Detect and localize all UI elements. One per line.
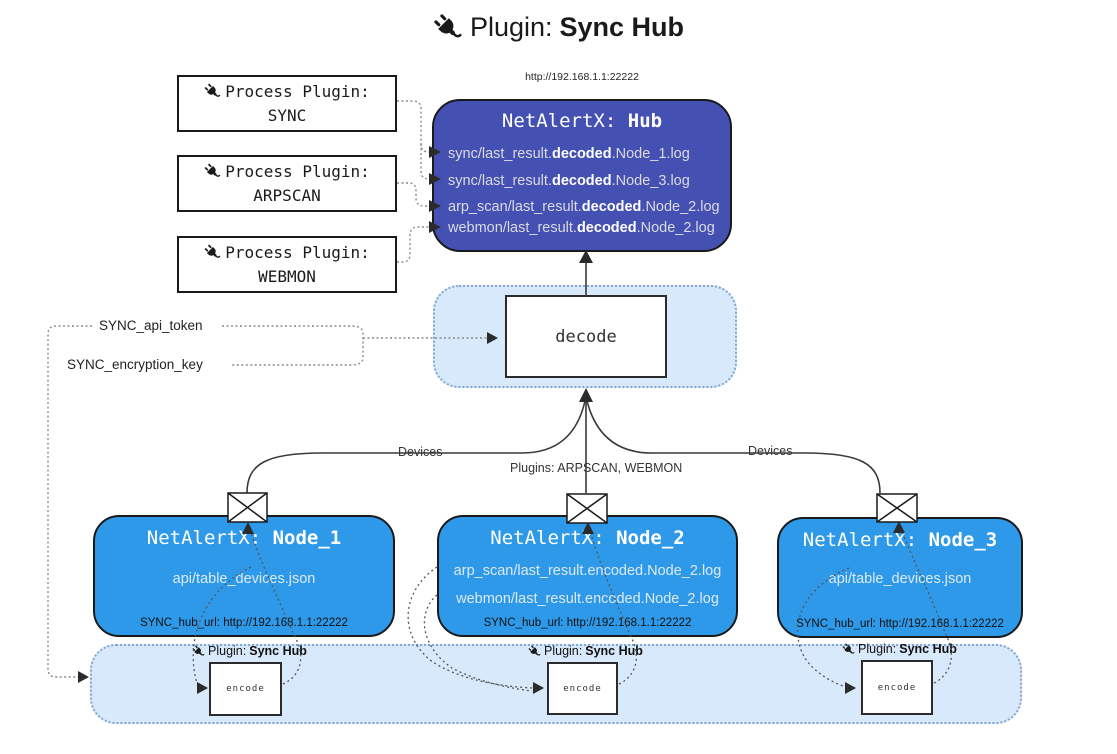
node-1-box: NetAlertX: Node_1 api/table_devices.json… bbox=[93, 515, 395, 637]
encode-box: encode bbox=[209, 662, 282, 716]
encoder-plugin-label: Plugin: Sync Hub bbox=[192, 644, 307, 658]
node-3-box: NetAlertX: Node_3 api/table_devices.json… bbox=[777, 517, 1023, 638]
arrowhead-into-decode bbox=[579, 388, 593, 402]
process-plugin-name: ARPSCAN bbox=[253, 185, 321, 205]
hub-title-prefix: NetAlertX: bbox=[501, 110, 628, 132]
page-title-name: Sync Hub bbox=[559, 12, 685, 42]
node-hub-url: SYNC_hub_url: http://192.168.1.1:22222 bbox=[140, 617, 348, 629]
process-plugin-label: Process Plugin: bbox=[225, 161, 370, 181]
plug-icon bbox=[204, 83, 221, 100]
process-plugin-label: Process Plugin: bbox=[225, 81, 370, 101]
node-file-line: arp_scan/last_result.encoded.Node_2.log bbox=[453, 563, 722, 579]
node-file-line: webmon/last_result.encoded.Node_2.log bbox=[456, 591, 719, 607]
hub-url-label: http://192.168.1.1:22222 bbox=[525, 71, 639, 83]
process-plugin-sync: Process Plugin: SYNC bbox=[177, 75, 397, 132]
sync-api-token-label: SYNC_api_token bbox=[96, 318, 206, 333]
sync-encryption-key-label: SYNC_encryption_key bbox=[64, 357, 206, 372]
plug-icon bbox=[204, 244, 221, 261]
encoder-plugin-label: Plugin: Sync Hub bbox=[528, 644, 643, 658]
hub-box: NetAlertX: Hub sync/last_result.decoded.… bbox=[432, 99, 732, 252]
plug-icon bbox=[192, 645, 205, 658]
node-file-line: api/table_devices.json bbox=[828, 571, 972, 587]
plug-icon bbox=[528, 645, 541, 658]
encode-box: encode bbox=[547, 662, 618, 715]
node-title: NetAlertX: Node_2 bbox=[490, 527, 685, 549]
node-title: NetAlertX: Node_1 bbox=[146, 527, 342, 549]
edge-label-plugins: Plugins: ARPSCAN, WEBMON bbox=[506, 461, 687, 475]
edge-node3-decode bbox=[586, 400, 881, 494]
edge-arpscan-plugin-line3 bbox=[397, 182, 433, 207]
plug-icon bbox=[842, 643, 855, 656]
edge-sync-plugin-line1 bbox=[397, 100, 433, 153]
hub-log-line: webmon/last_result.decoded.Node_2.log bbox=[448, 220, 715, 236]
edge-label-devices-left: Devices bbox=[394, 445, 447, 459]
process-plugin-arpscan: Process Plugin: ARPSCAN bbox=[177, 155, 397, 212]
plug-icon bbox=[433, 13, 463, 43]
node-title: NetAlertX: Node_3 bbox=[802, 529, 998, 551]
page-title: Plugin: Sync Hub bbox=[0, 12, 1117, 43]
edge-webmon-plugin-line4 bbox=[397, 226, 433, 263]
decode-box: decode bbox=[505, 295, 667, 378]
edge-settings-bracket bbox=[222, 325, 364, 366]
hub-title-name: Hub bbox=[627, 110, 663, 132]
page-title-prefix: Plugin: bbox=[469, 12, 553, 42]
hub-log-line: sync/last_result.decoded.Node_1.log bbox=[448, 146, 690, 162]
plug-icon bbox=[204, 163, 221, 180]
node-file-line: api/table_devices.json bbox=[172, 571, 316, 587]
encoder-plugin-label: Plugin: Sync Hub bbox=[842, 642, 957, 656]
process-plugin-name: SYNC bbox=[267, 105, 307, 125]
process-plugin-name: WEBMON bbox=[258, 266, 316, 286]
node-2-box: NetAlertX: Node_2 arp_scan/last_result.e… bbox=[437, 515, 738, 637]
node-hub-url: SYNC_hub_url: http://192.168.1.1:22222 bbox=[796, 618, 1004, 630]
edge-settings-to-band bbox=[47, 325, 92, 678]
process-plugin-webmon: Process Plugin: WEBMON bbox=[177, 236, 397, 293]
hub-log-line: arp_scan/last_result.decoded.Node_2.log bbox=[448, 199, 720, 215]
encode-box: encode bbox=[861, 660, 933, 715]
edge-label-devices-right: Devices bbox=[744, 444, 797, 458]
process-plugin-label: Process Plugin: bbox=[225, 242, 370, 262]
hub-log-line: sync/last_result.decoded.Node_3.log bbox=[448, 173, 690, 189]
arrowhead-into-band bbox=[78, 671, 89, 683]
hub-title: NetAlertX: Hub bbox=[434, 110, 730, 132]
node-hub-url: SYNC_hub_url: http://192.168.1.1:22222 bbox=[483, 617, 692, 629]
